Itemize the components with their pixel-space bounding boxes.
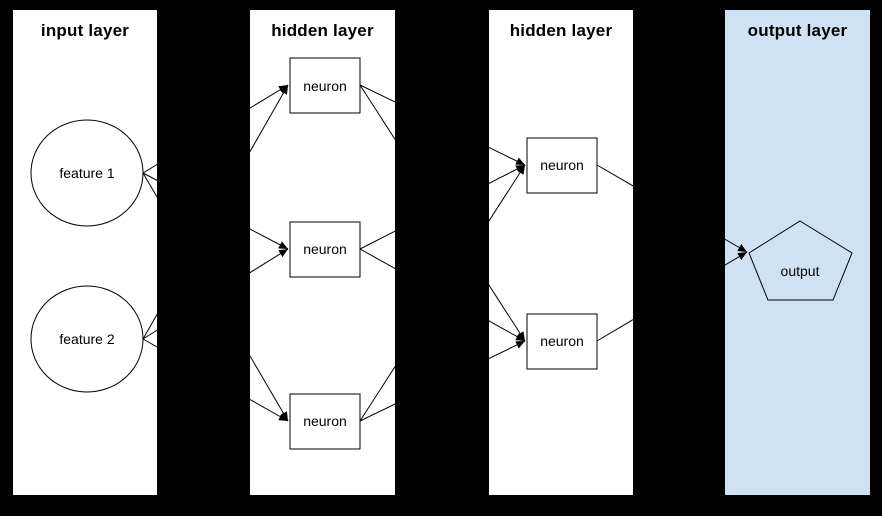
node-hidden2-neuron-1-box [526,137,598,194]
edge-h1n2-h2n1 [359,164,526,250]
node-label-hidden1-neuron-1: neuron [303,78,347,94]
edges-hidden1-to-hidden2 [359,84,526,422]
node-label-hidden2-neuron-2: neuron [540,333,584,349]
node-label-feature-1: feature 1 [59,165,115,181]
edge-h1n1-h2n2 [359,84,526,342]
node-hidden1-neuron-3-box [289,393,361,450]
edge-h1n3-h2n2 [359,340,526,422]
node-label-hidden1-neuron-2: neuron [303,241,347,257]
edge-f2-h1n2 [142,248,289,340]
node-hidden2-neuron-2-box [526,313,598,370]
edge-h1n1-h2n1 [359,84,526,166]
panel-hidden-layer-2: hidden layer [489,10,633,495]
edge-f1-h1n1 [142,84,289,174]
edge-h2n2-out [596,251,748,342]
panel-input-layer: input layer [13,10,157,495]
hidden-layer-2-title: hidden layer [509,21,613,40]
edge-h1n2-h2n2 [359,248,526,342]
node-output-pentagon [748,220,853,301]
node-hidden1-neuron-1-box [289,57,361,114]
output-layer-title: output layer [747,21,848,40]
node-shapes [30,57,853,450]
edge-f2-h1n1 [142,84,289,340]
edge-f1-h1n3 [142,172,289,422]
edge-h1n3-h2n1 [359,164,526,422]
edges-hidden2-to-output [596,164,748,342]
node-feature-2-circle [30,285,144,393]
node-feature-1-circle [30,119,144,227]
node-label-feature-2: feature 2 [59,331,115,347]
edge-h2n1-out [596,164,748,253]
node-label-hidden1-neuron-3: neuron [303,413,347,429]
node-label-output: output [780,263,820,279]
input-layer-title: input layer [40,21,130,40]
hidden-layer-1-title: hidden layer [271,21,374,40]
node-label-hidden2-neuron-1: neuron [540,157,584,173]
node-hidden1-neuron-2-box [289,221,361,278]
edge-f2-h1n3 [142,338,289,422]
edges-input-to-hidden1 [142,84,289,422]
